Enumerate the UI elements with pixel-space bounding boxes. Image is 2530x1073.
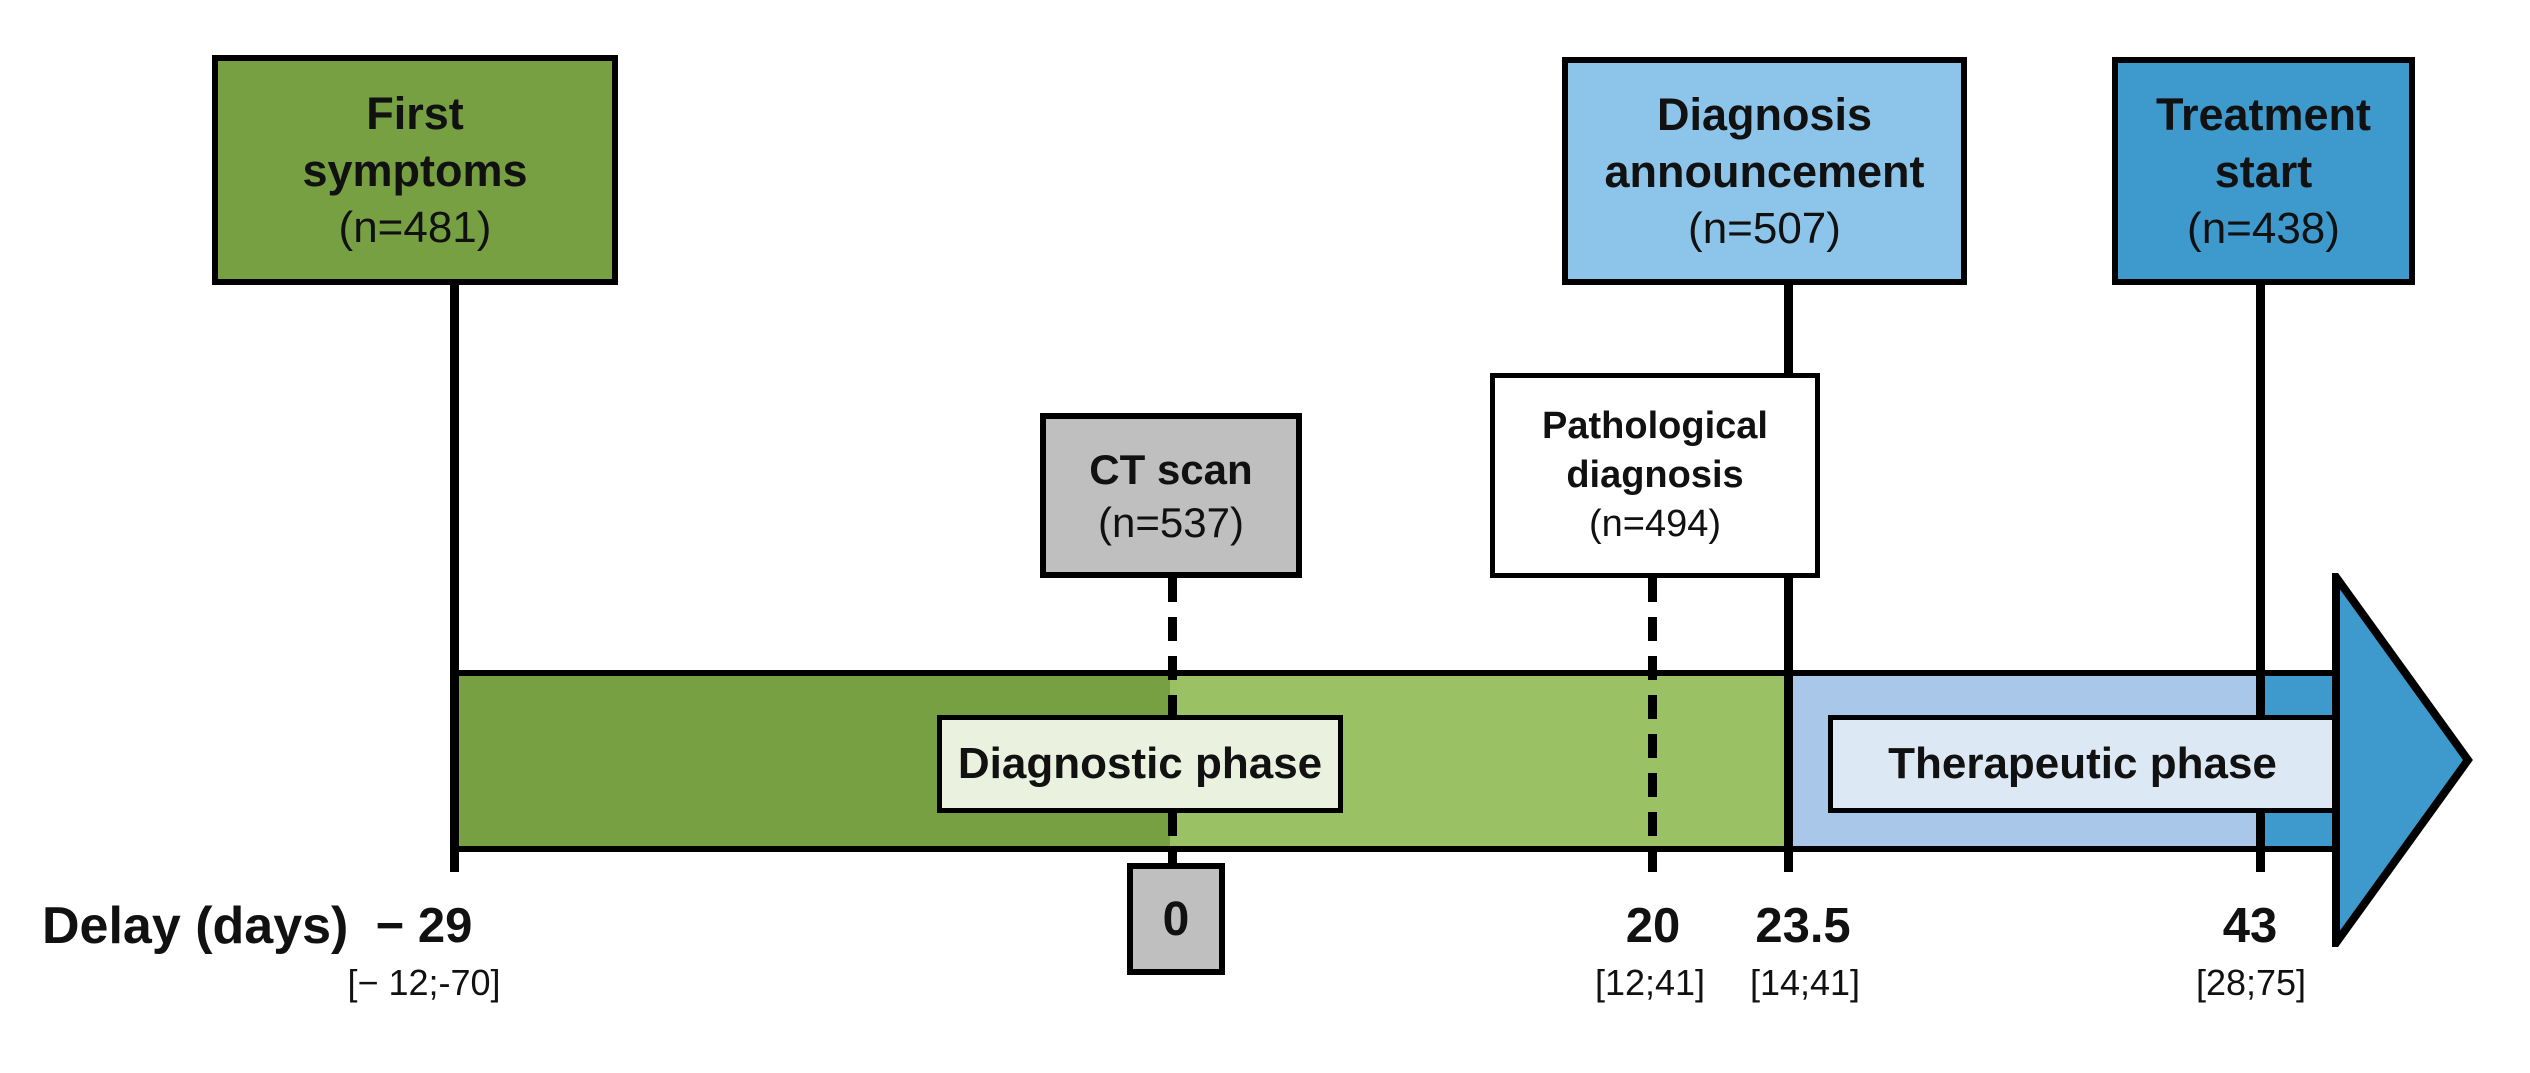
dashed-connector-pathological-diagnosis [1648,578,1657,872]
connector-first-symptoms [450,285,459,872]
event-box-pathological-diagnosis: Pathological diagnosis (n=494) [1490,373,1820,578]
event-title: symptoms [302,144,528,196]
tick-value-first-symptoms: − 29 [375,899,473,953]
tick-value-pathological-diagnosis: 20 [1625,899,1681,953]
tick-iqr-diagnosis-announcement: [14;41] [1749,962,1861,1003]
timeline-arrowhead-icon [2332,573,2473,947]
event-title: diagnosis [1566,454,1744,496]
event-title: start [2214,145,2313,197]
tick-iqr-first-symptoms: [− 12;-70] [347,962,501,1003]
event-box-diagnosis-announcement: Diagnosis announcement (n=507) [1562,57,1967,285]
diagnostic-phase-label: Diagnostic phase [937,715,1343,813]
event-box-treatment-start: Treatment start (n=438) [2112,57,2415,285]
event-box-first-symptoms: First symptoms (n=481) [212,55,618,285]
event-title: CT scan [1089,445,1253,493]
event-title: announcement [1604,145,1925,197]
tick-iqr-treatment-start: [28;75] [2195,962,2307,1003]
axis-title: Delay (days) [42,897,349,955]
event-count: (n=438) [2187,203,2340,253]
event-count: (n=494) [1588,503,1722,545]
event-count: (n=481) [338,202,492,252]
event-title: Pathological [1542,405,1768,447]
therapeutic-phase-label: Therapeutic phase [1828,715,2337,813]
tick-box-zero: 0 [1127,863,1225,975]
tick-iqr-pathological-diagnosis: [12;41] [1594,962,1706,1003]
event-title: Diagnosis [1656,88,1873,140]
connector-treatment-start [2256,285,2265,872]
connector-diagnosis-announcement [1784,285,1793,872]
event-count: (n=537) [1098,498,1244,546]
event-title: Treatment [2155,88,2372,140]
event-box-ct-scan: CT scan (n=537) [1040,413,1302,578]
tick-value-diagnosis-announcement: 23.5 [1755,899,1851,953]
tick-value-treatment-start: 43 [2222,899,2278,953]
event-title: First [366,87,464,139]
event-count: (n=507) [1688,203,1841,253]
